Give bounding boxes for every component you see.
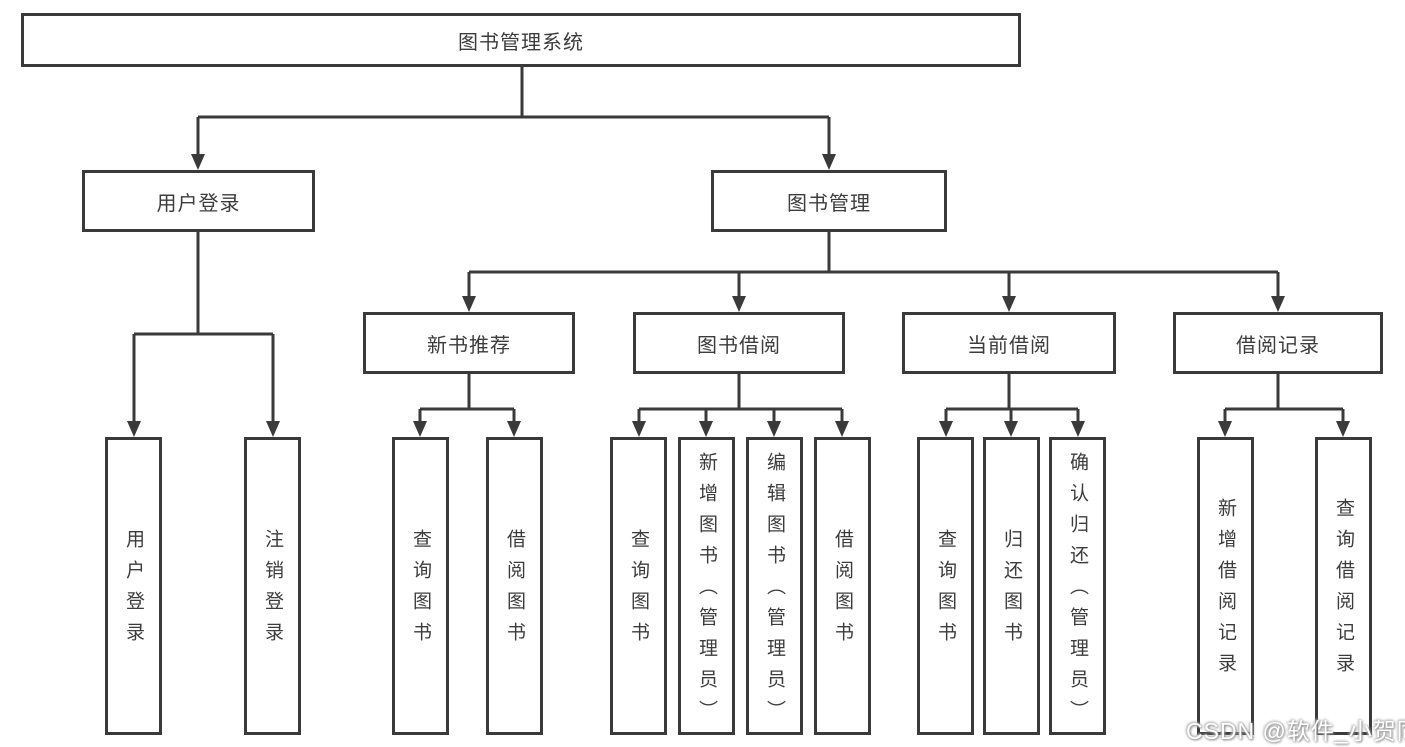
leaf-borrow-add: 新增图书（管理员） [678, 437, 735, 735]
node-book-borrow-label: 图书借阅 [697, 334, 781, 357]
leaf-records-query: 查询借阅记录 [1315, 437, 1372, 735]
node-current-borrow-label: 当前借阅 [967, 334, 1051, 357]
node-borrow-records: 借阅记录 [1173, 312, 1383, 374]
node-book-mgmt: 图书管理 [711, 170, 947, 232]
leaf-current-query-label: 查询图书 [935, 529, 956, 653]
csdn-watermark: CSDN @软件_小贺同学 [1186, 718, 1405, 744]
leaf-user-login: 用户登录 [105, 437, 162, 735]
leaf-borrow-query: 查询图书 [610, 437, 667, 735]
node-borrow-records-label: 借阅记录 [1236, 334, 1320, 357]
leaf-current-confirm: 确认归还（管理员） [1049, 437, 1106, 735]
leaf-current-return-label: 归还图书 [1001, 529, 1022, 653]
leaf-records-query-label: 查询借阅记录 [1333, 498, 1354, 684]
leaf-newbooks-query: 查询图书 [392, 437, 449, 735]
leaf-borrow-borrow: 借阅图书 [814, 437, 871, 735]
leaf-borrow-query-label: 查询图书 [628, 529, 649, 653]
leaf-user-logout: 注销登录 [244, 437, 301, 735]
node-root: 图书管理系统 [21, 13, 1021, 67]
node-book-borrow: 图书借阅 [633, 312, 845, 374]
leaf-newbooks-borrow: 借阅图书 [486, 437, 543, 735]
leaf-current-query: 查询图书 [917, 437, 974, 735]
leaf-user-login-label: 用户登录 [123, 529, 144, 653]
node-new-books-label: 新书推荐 [427, 334, 511, 357]
leaf-records-add: 新增借阅记录 [1197, 437, 1254, 735]
node-user-login: 用户登录 [82, 170, 315, 232]
leaf-current-return: 归还图书 [983, 437, 1040, 735]
leaf-newbooks-borrow-label: 借阅图书 [504, 529, 525, 653]
node-root-label: 图书管理系统 [458, 31, 584, 54]
leaf-borrow-edit: 编辑图书（管理员） [746, 437, 803, 735]
node-new-books: 新书推荐 [363, 312, 575, 374]
leaf-newbooks-query-label: 查询图书 [410, 529, 431, 653]
leaf-borrow-borrow-label: 借阅图书 [832, 529, 853, 653]
leaf-borrow-add-label: 新增图书（管理员） [696, 451, 717, 731]
node-book-mgmt-label: 图书管理 [787, 192, 871, 215]
leaf-user-logout-label: 注销登录 [262, 529, 283, 653]
leaf-current-confirm-label: 确认归还（管理员） [1067, 451, 1088, 731]
leaf-borrow-edit-label: 编辑图书（管理员） [764, 451, 785, 731]
node-current-borrow: 当前借阅 [902, 312, 1116, 374]
leaf-records-add-label: 新增借阅记录 [1215, 498, 1236, 684]
node-user-login-label: 用户登录 [156, 192, 241, 215]
